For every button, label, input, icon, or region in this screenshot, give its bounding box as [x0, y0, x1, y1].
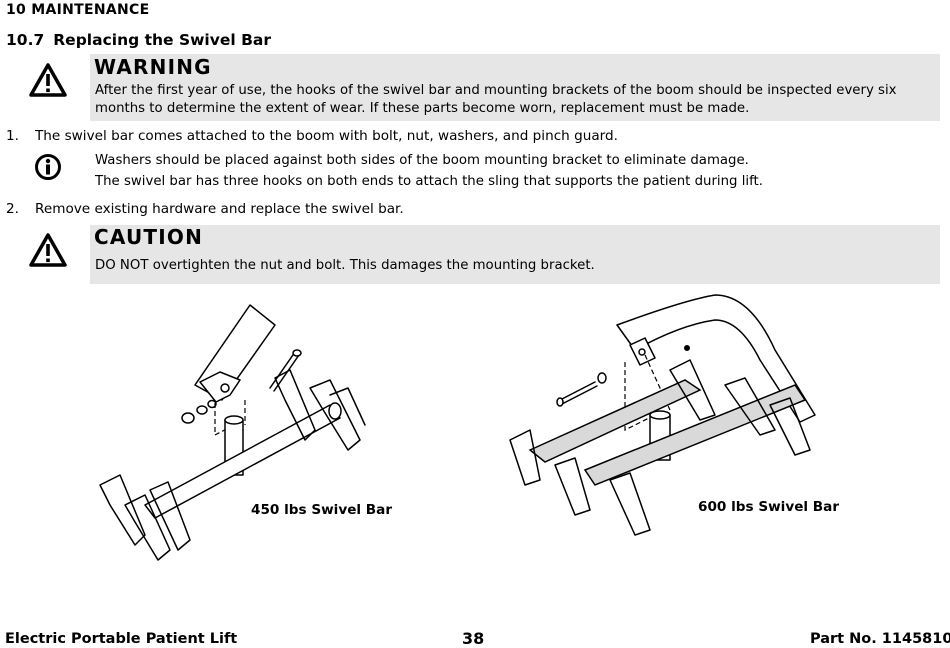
footer-product-name: Electric Portable Patient Lift [5, 631, 238, 647]
caution-title: CAUTION [94, 225, 204, 249]
caution-text: DO NOT overtighten the nut and bolt. Thi… [95, 258, 595, 273]
warning-triangle-icon [29, 233, 67, 267]
step-number: 2. [6, 201, 19, 217]
section-heading: 10.7 Replacing the Swivel Bar [6, 31, 271, 49]
swivel-bar-450-illustration [99, 304, 366, 561]
step-number: 1. [6, 128, 19, 144]
info-icon [35, 154, 61, 180]
swivel-bar-600-illustration [509, 294, 816, 536]
note-line-1: Washers should be placed against both si… [95, 153, 749, 168]
note-line-2: The swivel bar has three hooks on both e… [95, 174, 763, 189]
page-number: 38 [462, 629, 485, 648]
section-title: Replacing the Swivel Bar [53, 31, 271, 49]
warning-box: WARNING After the first year of use, the… [90, 54, 940, 121]
step-text: Remove existing hardware and replace the… [35, 201, 404, 217]
warning-text: After the first year of use, the hooks o… [95, 83, 897, 116]
chapter-heading: 10 MAINTENANCE [6, 2, 150, 18]
warning-triangle-icon [29, 63, 67, 97]
warning-title: WARNING [94, 55, 212, 79]
footer-part-number: Part No. 1145810 [810, 631, 950, 647]
step-text: The swivel bar comes attached to the boo… [35, 128, 618, 144]
figure-label-600: 600 lbs Swivel Bar [698, 499, 840, 515]
section-number: 10.7 [6, 31, 45, 49]
figure-label-450: 450 lbs Swivel Bar [251, 502, 393, 518]
caution-box: CAUTION DO NOT overtighten the nut and b… [90, 225, 940, 284]
